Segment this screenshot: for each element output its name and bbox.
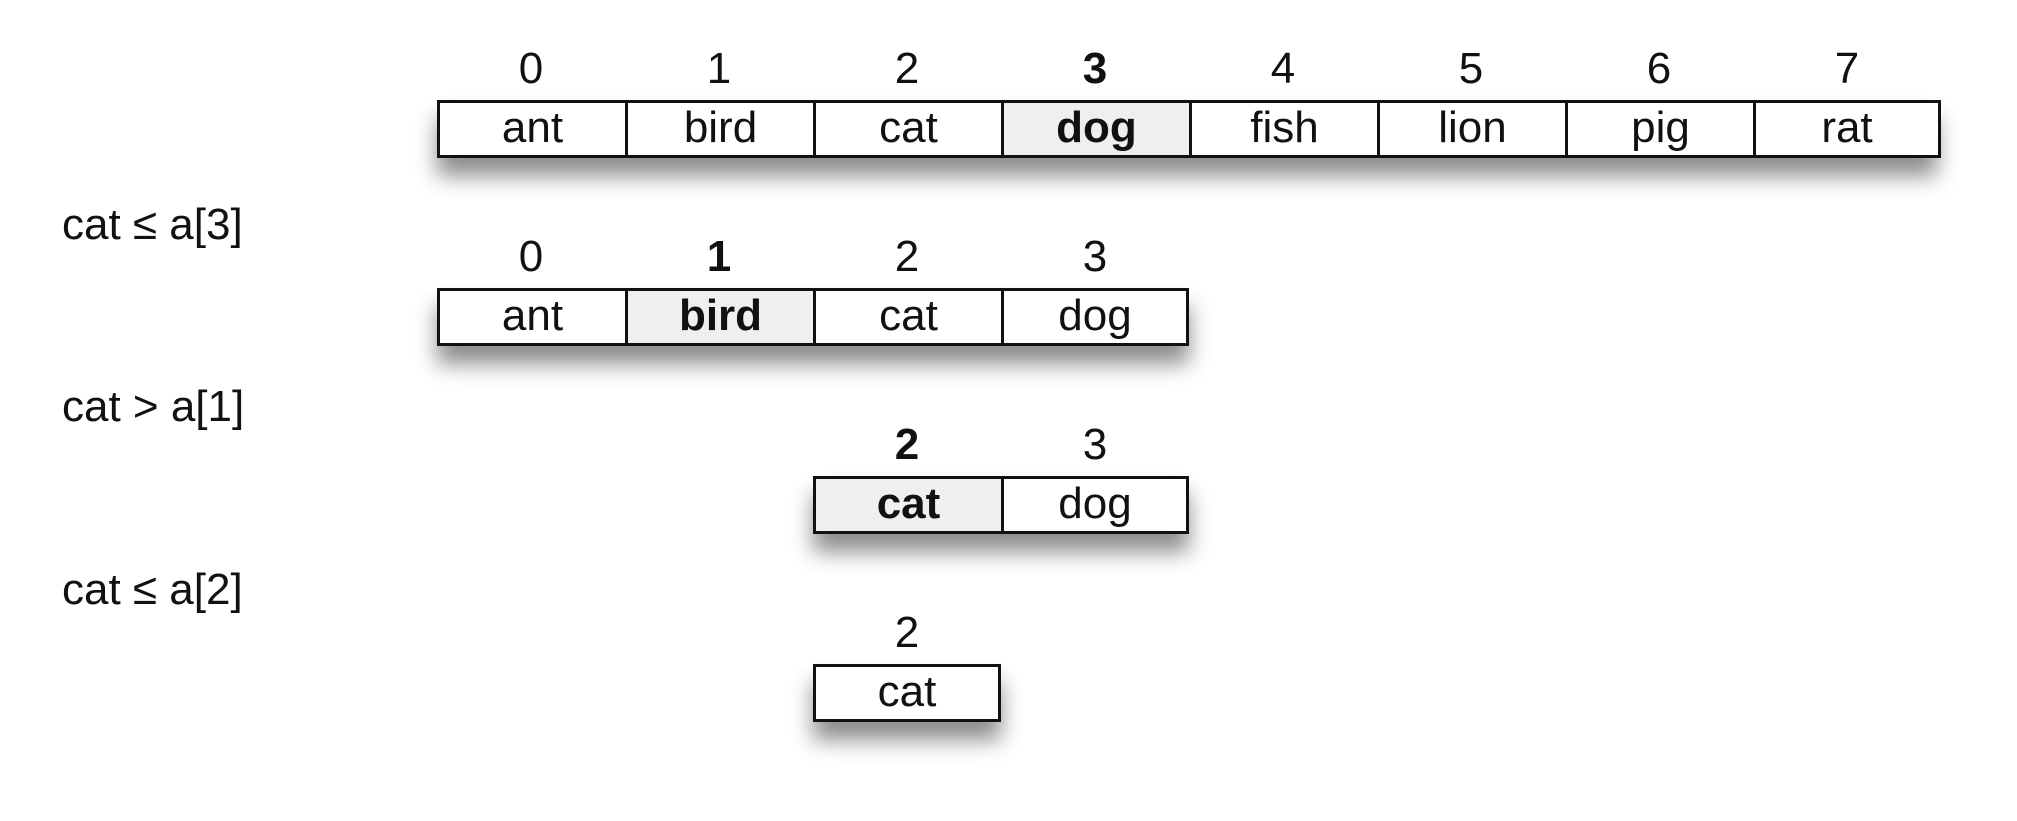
cell-word: cat: [813, 664, 1001, 722]
comparison-label: cat ≤ a[3]: [62, 200, 243, 249]
array-cell: 3 dog: [1001, 416, 1189, 534]
cell-word: cat: [813, 100, 1001, 158]
array-row-0: 0 ant 1 bird 2 cat 3 dog 4 fish 5 lion: [437, 40, 1941, 158]
cell-index: 6: [1646, 44, 1672, 93]
cell-word: ant: [437, 100, 625, 158]
array-cell: 1 bird: [625, 40, 813, 158]
cell-index: 0: [518, 232, 544, 281]
array-cell: 2 cat: [813, 40, 1001, 158]
cell-index: 3: [1082, 420, 1108, 469]
array-cell: 3 dog: [1001, 228, 1189, 346]
array-cell: 5 lion: [1377, 40, 1565, 158]
cell-word: dog: [1001, 476, 1189, 534]
array-cell-highlighted: 3 dog: [1001, 40, 1189, 158]
array-cell-highlighted: 1 bird: [625, 228, 813, 346]
cell-index: 2: [894, 44, 920, 93]
cell-word: cat: [813, 476, 1001, 534]
cell-word: lion: [1377, 100, 1565, 158]
cell-index: 7: [1834, 44, 1860, 93]
cell-index: 1: [706, 44, 732, 93]
cell-word: rat: [1753, 100, 1941, 158]
cell-word: bird: [625, 288, 813, 346]
array-row-1: 0 ant 1 bird 2 cat 3 dog: [437, 228, 1189, 346]
array-row-3: 2 cat: [813, 604, 1001, 722]
cell-word: pig: [1565, 100, 1753, 158]
cell-index: 5: [1458, 44, 1484, 93]
cell-index: 2: [894, 232, 920, 281]
array-cell-highlighted: 2 cat: [813, 416, 1001, 534]
cell-index: 3: [1082, 44, 1108, 93]
comparison-label: cat > a[1]: [62, 382, 245, 431]
cell-index: 2: [894, 420, 920, 469]
array-cell: 2 cat: [813, 228, 1001, 346]
cell-word: ant: [437, 288, 625, 346]
cell-index: 0: [518, 44, 544, 93]
comparison-label: cat ≤ a[2]: [62, 565, 243, 614]
array-cell: 0 ant: [437, 40, 625, 158]
array-cell: 0 ant: [437, 228, 625, 346]
array-row-2: 2 cat 3 dog: [813, 416, 1189, 534]
cell-word: fish: [1189, 100, 1377, 158]
array-cell: 4 fish: [1189, 40, 1377, 158]
cell-word: dog: [1001, 288, 1189, 346]
cell-index: 3: [1082, 232, 1108, 281]
cell-word: dog: [1001, 100, 1189, 158]
array-cell: 2 cat: [813, 604, 1001, 722]
cell-index: 1: [706, 232, 732, 281]
cell-index: 4: [1270, 44, 1296, 93]
cell-word: bird: [625, 100, 813, 158]
cell-index: 2: [894, 608, 920, 657]
array-cell: 7 rat: [1753, 40, 1941, 158]
array-cell: 6 pig: [1565, 40, 1753, 158]
cell-word: cat: [813, 288, 1001, 346]
